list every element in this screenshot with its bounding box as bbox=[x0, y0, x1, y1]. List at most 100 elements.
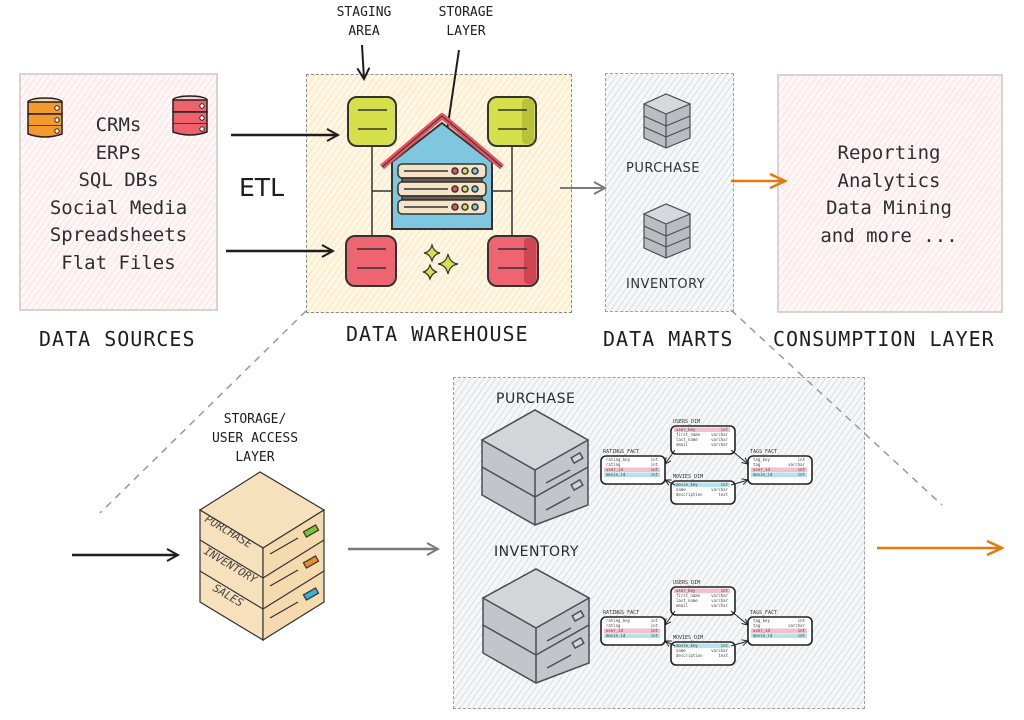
schema-column-type: int bbox=[651, 633, 659, 638]
schema-column-name: rating bbox=[606, 462, 621, 467]
schema-column-type: int bbox=[798, 618, 806, 623]
staging-box-green-left bbox=[347, 96, 397, 147]
schema-table-title: RATINGS_FACT bbox=[603, 610, 639, 616]
schema-column-name: rating_key bbox=[606, 457, 631, 462]
consumption-box bbox=[777, 74, 1003, 313]
staging-box-green-right bbox=[487, 96, 537, 147]
user-access-layer-callout: STORAGE/ USER ACCESS LAYER bbox=[211, 412, 299, 465]
user-access-server-icon bbox=[198, 471, 326, 642]
schema-column-name: movie_id bbox=[606, 633, 626, 638]
zoom-guide-left bbox=[99, 310, 307, 514]
staging-callout-arrow bbox=[362, 44, 364, 79]
schema-column-name: name bbox=[676, 648, 686, 653]
schema-column-type: varchar bbox=[711, 648, 728, 653]
schema-relation-arrow bbox=[730, 610, 748, 625]
schema-column-name: first_name bbox=[676, 432, 701, 437]
schema-label-purchase: PURCHASE bbox=[496, 391, 576, 407]
storage-layer-callout: STORAGE LAYER bbox=[438, 5, 494, 39]
server-icon-inventory bbox=[481, 568, 591, 684]
schema-column-name: description bbox=[676, 653, 703, 658]
consumption-layer-title: CONSUMPTION LAYER bbox=[773, 327, 995, 351]
schema-column-type: varchar bbox=[788, 462, 805, 467]
schema-column-name: tag bbox=[753, 462, 761, 467]
schema-column-type: int bbox=[798, 633, 806, 638]
schema-column-type: int bbox=[721, 482, 729, 487]
schema-column-type: varchar bbox=[711, 487, 728, 492]
schema-column-type: int bbox=[651, 628, 659, 633]
schema-column-name: last_name bbox=[676, 437, 698, 442]
schema-column-type: text bbox=[718, 492, 728, 497]
schema-table-title: MOVIES_DIM bbox=[673, 474, 703, 480]
etl-label: ETL bbox=[239, 173, 284, 202]
schema-column-type: varchar bbox=[711, 442, 728, 447]
schema-column-type: varchar bbox=[711, 432, 728, 437]
schema-column-type: int bbox=[721, 427, 729, 432]
sparkle-icon bbox=[422, 242, 459, 281]
source-item: Spreadsheets bbox=[49, 224, 188, 246]
server-stack-icon-inventory bbox=[642, 203, 692, 259]
consumption-list: Reporting Analytics Data Mining and more… bbox=[777, 140, 1001, 250]
schema-table-title: TAGS_FACT bbox=[750, 610, 777, 616]
schema-column-type: int bbox=[798, 628, 806, 633]
schema-column-name: user_id bbox=[606, 467, 623, 472]
source-item: SQL DBs bbox=[78, 169, 159, 191]
staging-box-red-left bbox=[345, 235, 397, 287]
schema-table-movies-dim: MOVIES_DIM movie_key int name varchar descrip… bbox=[670, 635, 736, 666]
schema-column-name: tag bbox=[753, 623, 761, 628]
schema-column-type: int bbox=[721, 643, 729, 648]
source-item: Social Media bbox=[49, 196, 188, 219]
schema-column-name: description bbox=[676, 492, 703, 497]
data-warehouse-title: DATA WAREHOUSE bbox=[346, 322, 529, 346]
schema-label-inventory: INVENTORY bbox=[494, 544, 579, 560]
staging-box-red-right bbox=[487, 235, 539, 287]
data-marts-title: DATA MARTS bbox=[603, 327, 734, 351]
schema-column-type: varchar bbox=[711, 603, 728, 608]
source-item: ERPs bbox=[95, 141, 142, 164]
schema-column-name: movie_key bbox=[676, 482, 698, 487]
staging-connectors bbox=[371, 146, 513, 236]
schema-relation-arrow bbox=[665, 641, 676, 646]
schema-relation-arrow bbox=[730, 449, 748, 464]
mart-label-purchase: PURCHASE bbox=[626, 161, 700, 176]
schema-table-title: USERS_DIM bbox=[673, 419, 700, 425]
consumption-item: and more ... bbox=[820, 224, 958, 247]
schema-column-name: user_id bbox=[606, 628, 623, 633]
schema-column-name: email bbox=[676, 603, 689, 608]
schema-column-type: int bbox=[651, 472, 659, 477]
schema-relation-arrow bbox=[730, 641, 748, 647]
data-sources-title: DATA SOURCES bbox=[39, 327, 196, 351]
schema-column-type: int bbox=[798, 457, 806, 462]
schema-column-name: email bbox=[676, 442, 689, 447]
source-item: Flat Files bbox=[61, 251, 176, 274]
schema-column-name: tag_key bbox=[753, 457, 770, 462]
schema-column-type: int bbox=[651, 618, 659, 623]
schema-column-type: int bbox=[651, 457, 659, 462]
schema-column-type: int bbox=[651, 462, 659, 467]
schema-column-name: last_name bbox=[676, 598, 698, 603]
staging-area-callout: STAGING AREA bbox=[336, 5, 392, 39]
schema-column-name: user_id bbox=[753, 467, 770, 472]
schema-column-name: movie_key bbox=[676, 643, 698, 648]
schema-column-type: int bbox=[721, 588, 729, 593]
consumption-item: Data Mining bbox=[826, 197, 952, 219]
consumption-item: Reporting bbox=[837, 142, 941, 164]
schema-table-title: MOVIES_DIM bbox=[673, 635, 703, 641]
schema-column-type: int bbox=[651, 467, 659, 472]
schema-relation-arrow bbox=[665, 449, 676, 464]
schema-column-name: movie_id bbox=[753, 633, 773, 638]
schema-relation-arrow bbox=[730, 480, 748, 486]
zoom-guide-right bbox=[730, 309, 943, 506]
schema-column-name: rating bbox=[606, 623, 621, 628]
server-stack-icon-purchase bbox=[642, 93, 692, 149]
server-icon-purchase bbox=[480, 409, 590, 526]
schema-column-type: varchar bbox=[711, 593, 728, 598]
schema-table-title: RATINGS_FACT bbox=[603, 449, 639, 455]
source-item: CRMs bbox=[95, 114, 142, 136]
